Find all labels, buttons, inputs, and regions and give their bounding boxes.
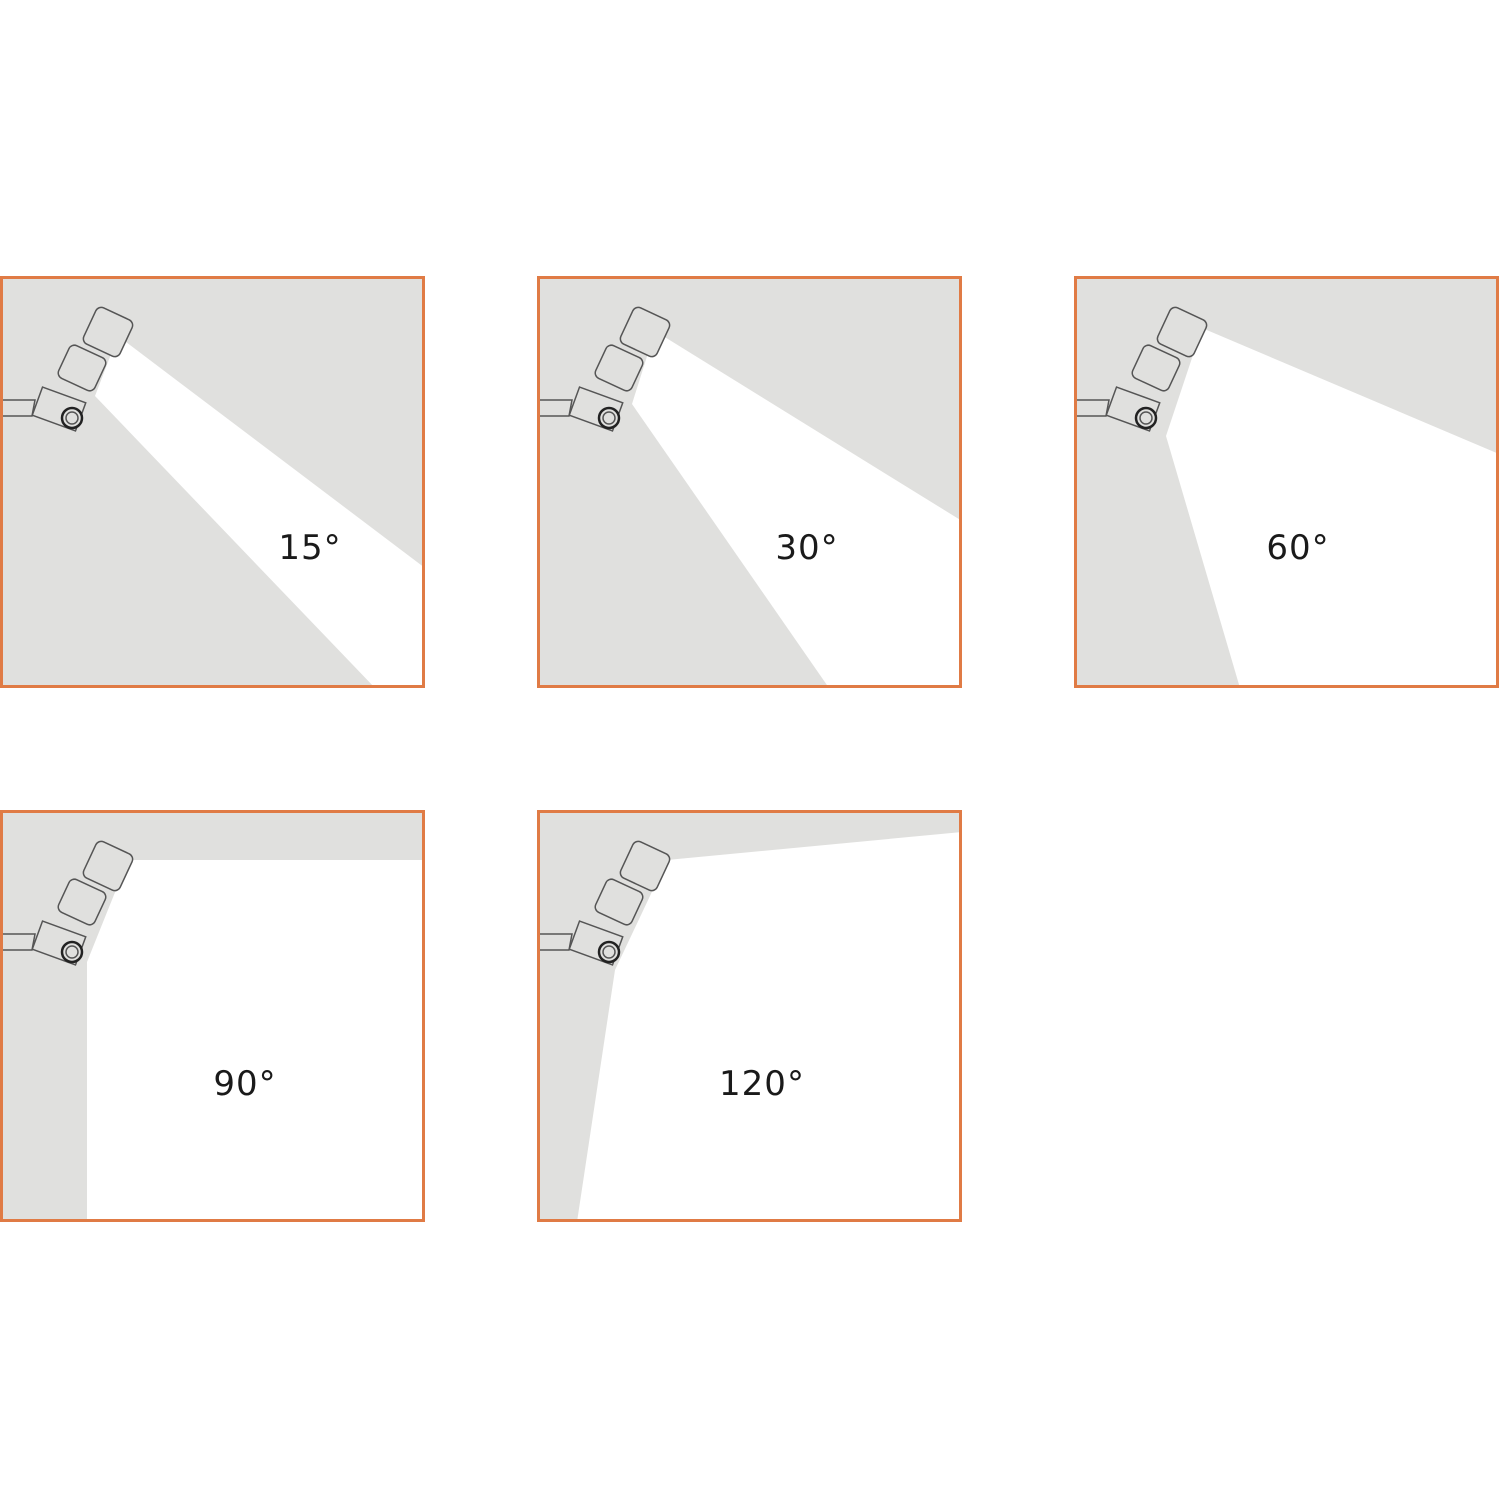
beam-panel-60: 60° [1074, 276, 1499, 688]
beam-angle-label: 90° [213, 1064, 277, 1104]
beam-angle-label: 30° [775, 528, 839, 568]
beam-angle-label: 15° [278, 528, 342, 568]
beam-panel-90: 90° [0, 810, 425, 1222]
panel-border [537, 276, 962, 688]
beam-diagram-90 [0, 810, 425, 1222]
beam-angle-label: 60° [1266, 528, 1330, 568]
panel-border [0, 276, 425, 688]
spotlight-fixture-icon [1074, 306, 1208, 432]
light-beam [1166, 328, 1499, 688]
spotlight-fixture-icon [537, 840, 671, 966]
light-beam [577, 832, 962, 1222]
beam-diagram-15 [0, 276, 425, 688]
panel-border [537, 810, 962, 1222]
light-beam [95, 336, 425, 688]
beam-diagram-60 [1074, 276, 1499, 688]
panel-border [1074, 276, 1499, 688]
beam-panel-30: 30° [537, 276, 962, 688]
beam-angle-label: 120° [719, 1064, 805, 1104]
beam-diagram-30 [537, 276, 962, 688]
light-beam [87, 860, 425, 1222]
spotlight-fixture-icon [537, 306, 671, 432]
light-beam [632, 331, 962, 688]
panel-border [0, 810, 425, 1222]
beam-panel-120: 120° [537, 810, 962, 1222]
beam-diagram-120 [537, 810, 962, 1222]
beam-panel-15: 15° [0, 276, 425, 688]
spotlight-fixture-icon [0, 306, 134, 432]
spotlight-fixture-icon [0, 840, 134, 966]
